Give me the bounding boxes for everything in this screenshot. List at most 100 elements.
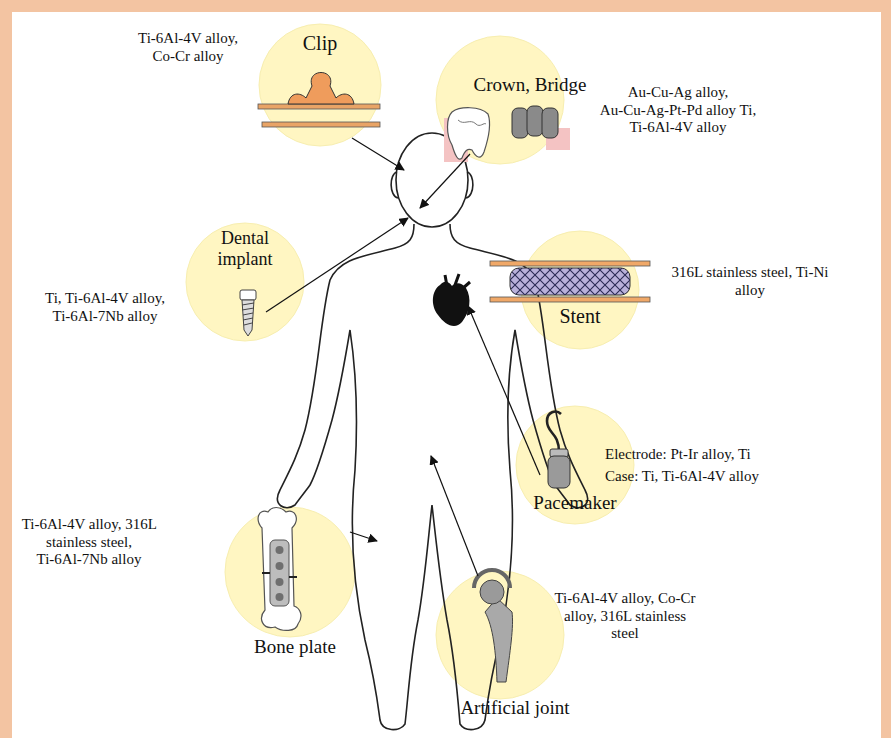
word: alloy,: [564, 608, 597, 624]
circle-fill: [516, 406, 634, 524]
node-title: Artificial joint: [430, 697, 600, 719]
word: alloy: [194, 48, 224, 64]
node-title: Crown, Bridge: [455, 74, 605, 96]
text-slot: Bone plate: [235, 636, 355, 658]
word: Bone: [254, 636, 294, 657]
word: Stent: [559, 305, 600, 327]
implant-thread: [242, 303, 254, 325]
word: alloy,: [205, 30, 238, 46]
word: alloy: [735, 282, 765, 298]
bridge-tooth: [512, 108, 528, 138]
leader-arrow: [352, 138, 404, 170]
word: alloy,: [622, 590, 655, 606]
word: Co-Cr: [658, 590, 696, 606]
word: plate: [299, 636, 336, 657]
frame-band: [0, 0, 12, 738]
word: Pacemaker: [533, 492, 616, 513]
text-slot: Artificial joint: [430, 697, 600, 719]
word: Dental: [221, 228, 269, 248]
word: stainless: [706, 264, 757, 280]
node-title: Pacemaker: [515, 492, 635, 514]
circle-shape: [435, 35, 565, 165]
word: Ti-6Al-7Nb: [37, 551, 108, 567]
word: Ti,: [45, 290, 62, 306]
word: Artificial: [460, 697, 530, 718]
text-slot: Case: Ti, Ti-6Al-4V alloy: [605, 468, 845, 486]
node-title: Dental implant: [205, 228, 285, 270]
word: alloy,: [89, 516, 122, 532]
word: Ti-6Al-4V: [65, 290, 128, 306]
word: Electrode:: [605, 446, 667, 462]
material-list: 316L stainless steel, Ti-Ni alloy: [662, 264, 838, 299]
word: Crown,: [474, 74, 530, 95]
material-list: Ti-6Al-4V alloy, 316L stainless steel, T…: [14, 516, 164, 569]
bridge-tooth: [527, 106, 543, 136]
pacemaker-case: [548, 456, 570, 488]
ear: [466, 172, 473, 198]
vessel-wall: [490, 297, 650, 302]
screw: [276, 593, 284, 601]
word: Ti,: [642, 468, 659, 484]
implant-screw: [242, 300, 254, 336]
word: Ti-6Al-4V: [22, 516, 85, 532]
word: alloy,: [132, 290, 165, 306]
frame-band: [0, 0, 891, 12]
word: alloy: [706, 102, 736, 118]
circle-shape: [520, 230, 640, 350]
screw: [276, 546, 284, 554]
material-list: Electrode: Pt-Ir alloy, Ti: [605, 446, 845, 464]
leader-arrow: [420, 154, 470, 208]
word: joint: [535, 697, 570, 718]
word: 316L: [125, 516, 156, 532]
material-circle: Dental implantTi, Ti-6Al-4V alloy, Ti-6A…: [185, 222, 305, 342]
ear: [391, 172, 398, 198]
heart-vessel: [445, 274, 470, 289]
word: Ti-6Al-4V: [629, 119, 692, 135]
node-title: Stent: [545, 305, 615, 329]
material-circle: Bone plateTi-6Al-4V alloy, 316L stainles…: [224, 506, 356, 638]
word: stainless: [635, 608, 686, 624]
fracture-mark: [262, 573, 297, 577]
word: Ti: [738, 446, 751, 462]
word: Ti-6Al-4V: [554, 590, 617, 606]
leader-arrow: [350, 532, 377, 541]
word: Ti-6Al-4V: [138, 30, 201, 46]
circle-fill: [186, 223, 304, 341]
text-slot: Stent: [545, 305, 615, 329]
material-list: Ti-6Al-4V alloy, Co-Cr alloy, 316L stain…: [550, 590, 700, 643]
circle-fill: [259, 24, 381, 146]
stent-mesh: [510, 268, 630, 295]
word: Ti-Ni: [796, 264, 829, 280]
leader-arrow: [468, 306, 540, 475]
bridge-tooth: [542, 108, 558, 138]
material-list: Ti, Ti-6Al-4V alloy, Ti-6Al-7Nb alloy: [28, 290, 182, 325]
vessel-wall: [262, 122, 380, 127]
circle-fill: [225, 507, 355, 637]
word: steel: [611, 625, 639, 641]
vessel-wall: [258, 104, 380, 109]
text-slot: Pacemaker: [515, 492, 635, 514]
word: Co-Cr: [152, 48, 190, 64]
screw-holes: [276, 546, 284, 601]
text-slot: Dental implant: [205, 228, 285, 270]
screw: [276, 562, 284, 570]
frame-band: [881, 0, 891, 738]
word: 316L: [672, 264, 703, 280]
text-slot: Ti-6Al-4V alloy, 316L stainless steel, T…: [14, 516, 164, 569]
heart: [433, 274, 470, 326]
molar-groove: [458, 120, 486, 125]
material-circle: Crown, BridgeAu-Cu-Ag alloy, Au-Cu-Ag-Pt…: [435, 35, 565, 165]
word: steel,: [761, 264, 792, 280]
word: Ti,: [740, 102, 757, 118]
material-circle: Stent316L stainless steel, Ti-Ni alloy: [520, 230, 640, 350]
word: implant: [218, 249, 273, 269]
text-slot: Ti, Ti-6Al-4V alloy, Ti-6Al-7Nb alloy: [28, 290, 182, 325]
circle-fill: [436, 36, 564, 164]
word: alloy: [697, 119, 727, 135]
word: alloy: [127, 308, 157, 324]
word: alloy,: [696, 84, 729, 100]
text-slot: Ti-6Al-4V alloy, Co-Cr alloy, 316L stain…: [550, 590, 700, 643]
circle-shape: [224, 506, 356, 638]
